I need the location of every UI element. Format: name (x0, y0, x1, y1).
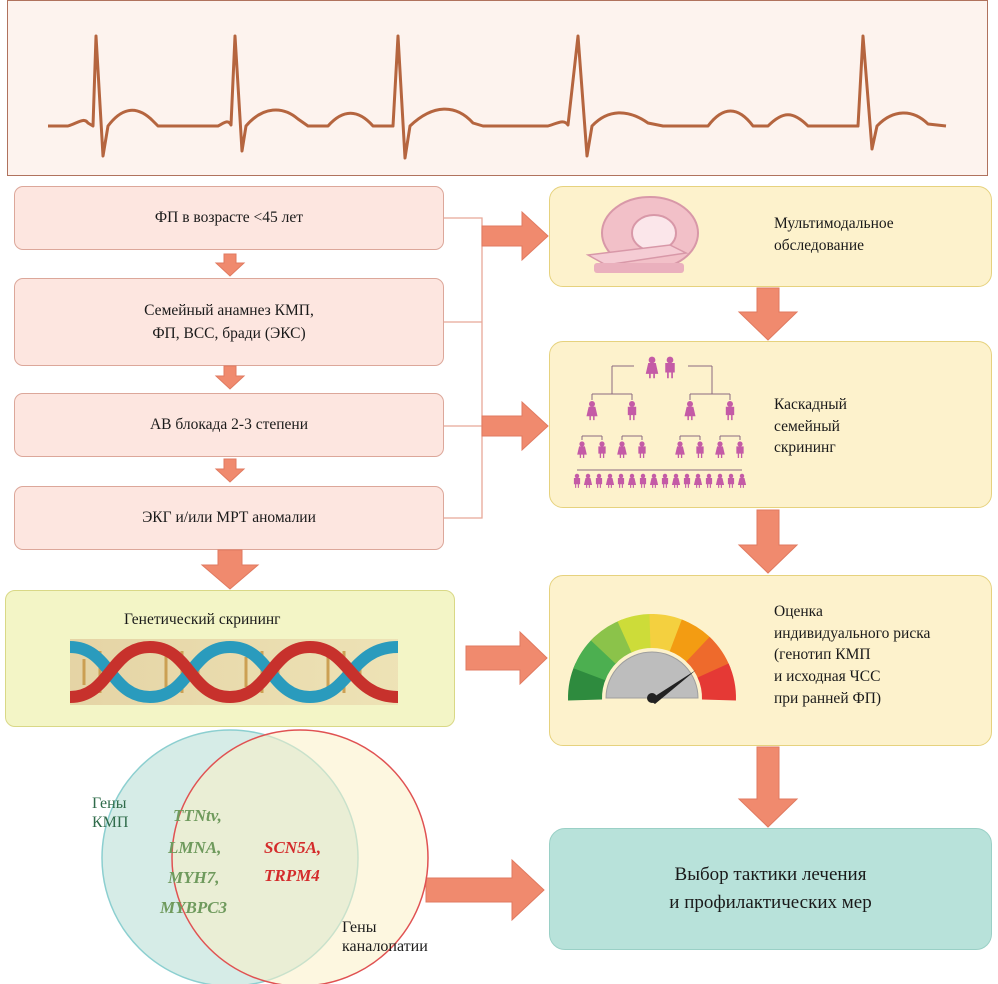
male-person-icon (727, 473, 735, 488)
female-person-icon (605, 473, 615, 488)
mri-scanner-icon (585, 196, 699, 273)
box-ecg-mri-label: ЭКГ и/или МРТ аномалии (142, 509, 316, 527)
gauge-hub (647, 693, 657, 703)
cascade-line2: семейный (774, 417, 840, 435)
risk-line2: индивидуального риска (774, 624, 931, 642)
arrow-down-genetic (200, 549, 260, 590)
ecg-trace (48, 34, 947, 160)
gauge-segment (697, 663, 736, 701)
arrow-right-risk (465, 630, 548, 686)
male-person-icon (665, 356, 675, 379)
female-person-icon (693, 473, 703, 488)
arrow-down-1 (214, 253, 246, 277)
venn-circle-channel (171, 729, 429, 984)
box-family-history-line1: Семейный анамнез КМП, (144, 301, 314, 319)
female-person-icon (645, 356, 659, 379)
female-person-icon (586, 401, 598, 421)
gauge-segment (617, 614, 655, 653)
female-person-icon (649, 473, 659, 488)
venn-label-cmp: Гены КМП (92, 794, 128, 832)
male-person-icon (638, 441, 646, 458)
arrow-down-r1 (737, 287, 799, 341)
box-risk: Оценка индивидуального риска (генотип КМ… (549, 575, 992, 746)
female-person-icon (715, 441, 725, 458)
male-person-icon (736, 441, 744, 458)
male-person-icon (683, 473, 691, 488)
risk-gauge-icon (568, 614, 736, 704)
box-av-block: АВ блокада 2-3 степени (14, 393, 444, 457)
gauge-segment (649, 614, 687, 653)
genetic-title: Генетический скрининг (124, 611, 281, 628)
male-person-icon (617, 473, 625, 488)
gene-trpm4: TRPM4 (264, 866, 320, 885)
ecg-panel (7, 0, 988, 176)
risk-line4: и исходная ЧСС (774, 668, 881, 686)
female-person-icon (737, 473, 747, 488)
arrow-down-r3 (737, 746, 799, 828)
male-person-icon (627, 401, 637, 421)
gauge-needle (649, 670, 696, 704)
risk-line3: (генотип КМП (774, 646, 871, 664)
family-tree-icon (573, 356, 747, 488)
arrow-right-treatment (425, 858, 545, 922)
imaging-line2: обследование (774, 236, 865, 254)
female-person-icon (577, 441, 587, 458)
venn-label-channel-2: каналопатии (342, 938, 428, 956)
box-af-age: ФП в возрасте <45 лет (14, 186, 444, 250)
female-person-icon (627, 473, 637, 488)
male-person-icon (661, 473, 669, 488)
gene-scn5a: SCN5A, (264, 838, 322, 857)
venn-label-cmp-1: Гены (92, 795, 127, 812)
box-family-history: Семейный анамнез КМП, ФП, ВСС, бради (ЭК… (14, 278, 444, 366)
box-ecg-mri: ЭКГ и/или МРТ аномалии (14, 486, 444, 550)
cascade-line3: скрининг (774, 439, 836, 457)
box-treatment: Выбор тактики лечения и профилактических… (549, 828, 992, 950)
box-cascade: Каскадный семейный скрининг (549, 341, 992, 508)
box-family-history-line2: ФП, ВСС, бради (ЭКС) (152, 325, 306, 342)
male-person-icon (598, 441, 606, 458)
male-person-icon (725, 401, 735, 421)
dna-helix-icon (70, 639, 398, 705)
arrow-right-imaging (481, 210, 549, 262)
gene-mybpc3: MYBPC3 (160, 898, 228, 917)
male-person-icon (573, 473, 581, 488)
cascade-line1: Каскадный (774, 396, 847, 413)
gauge-segment (669, 619, 714, 664)
male-person-icon (696, 441, 704, 458)
arrow-down-3 (214, 458, 246, 483)
female-person-icon (684, 401, 696, 421)
female-person-icon (675, 441, 685, 458)
gene-lmna: LMNA, (168, 838, 222, 857)
arrow-down-2 (214, 365, 246, 390)
box-imaging: Мультимодальное обследование (549, 186, 992, 287)
arrow-right-cascade (481, 400, 549, 452)
imaging-line1: Мультимодальное (774, 215, 894, 232)
gauge-segment (573, 636, 618, 681)
male-person-icon (595, 473, 603, 488)
gene-myh7: MYH7, (168, 868, 220, 887)
female-person-icon (583, 473, 593, 488)
arrow-down-r2 (737, 509, 799, 574)
treatment-line2: и профилактических мер (669, 892, 872, 913)
venn-label-channel: Гены каналопатии (342, 918, 428, 956)
box-genetic-screening: Генетический скрининг (5, 590, 455, 727)
treatment-line1: Выбор тактики лечения (674, 864, 867, 886)
risk-line1: Оценка (774, 603, 823, 620)
gene-ttntv: TTNtv, (173, 806, 222, 825)
female-person-icon (617, 441, 627, 458)
female-person-icon (671, 473, 681, 488)
gauge-segment (568, 663, 607, 701)
male-person-icon (639, 473, 647, 488)
venn-label-cmp-2: КМП (92, 814, 129, 832)
venn-label-channel-1: Гены (342, 919, 377, 936)
box-av-block-label: АВ блокада 2-3 степени (149, 416, 309, 434)
risk-line5: при ранней ФП) (774, 689, 882, 707)
box-af-age-label: ФП в возрасте <45 лет (154, 209, 304, 227)
male-person-icon (705, 473, 713, 488)
female-person-icon (715, 473, 725, 488)
